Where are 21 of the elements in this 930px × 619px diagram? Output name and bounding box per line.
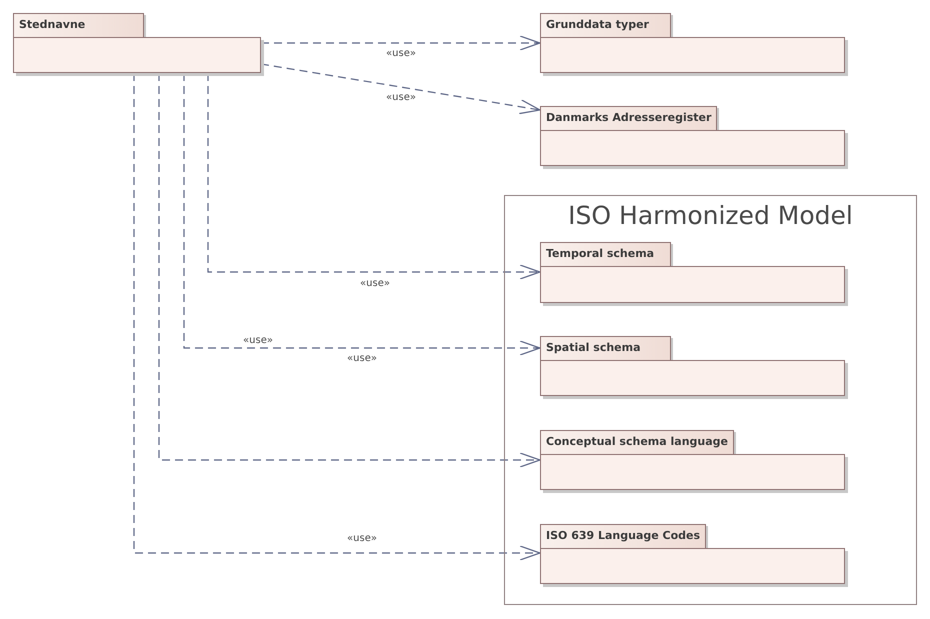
frame: [504, 195, 917, 605]
package-tab: Spatial schema: [540, 336, 671, 361]
dependency-arrow: [207, 73, 541, 280]
package-tab: Stednavne: [13, 13, 144, 38]
package-tab: Conceptual schema language: [540, 430, 734, 455]
frame-title: ISO Harmonized Model: [567, 201, 854, 231]
dependency-arrow: [261, 35, 541, 51]
uml-package: [540, 106, 845, 166]
dependency-arrow: [183, 73, 541, 356]
uml-package: [540, 524, 845, 584]
uml-package: [540, 13, 845, 73]
package-tab: Grunddata typer: [540, 13, 671, 38]
dependency-arrow: [133, 73, 541, 561]
uml-package: [540, 430, 845, 490]
uml-package: [13, 13, 261, 73]
package-tab: ISO 639 Language Codes: [540, 524, 706, 549]
uml-package: [540, 336, 845, 396]
package-tab: Temporal schema: [540, 242, 671, 267]
uml-package: [540, 242, 845, 303]
dependency-arrow: [158, 73, 541, 468]
package-tab: Danmarks Adresseregister: [540, 106, 718, 131]
